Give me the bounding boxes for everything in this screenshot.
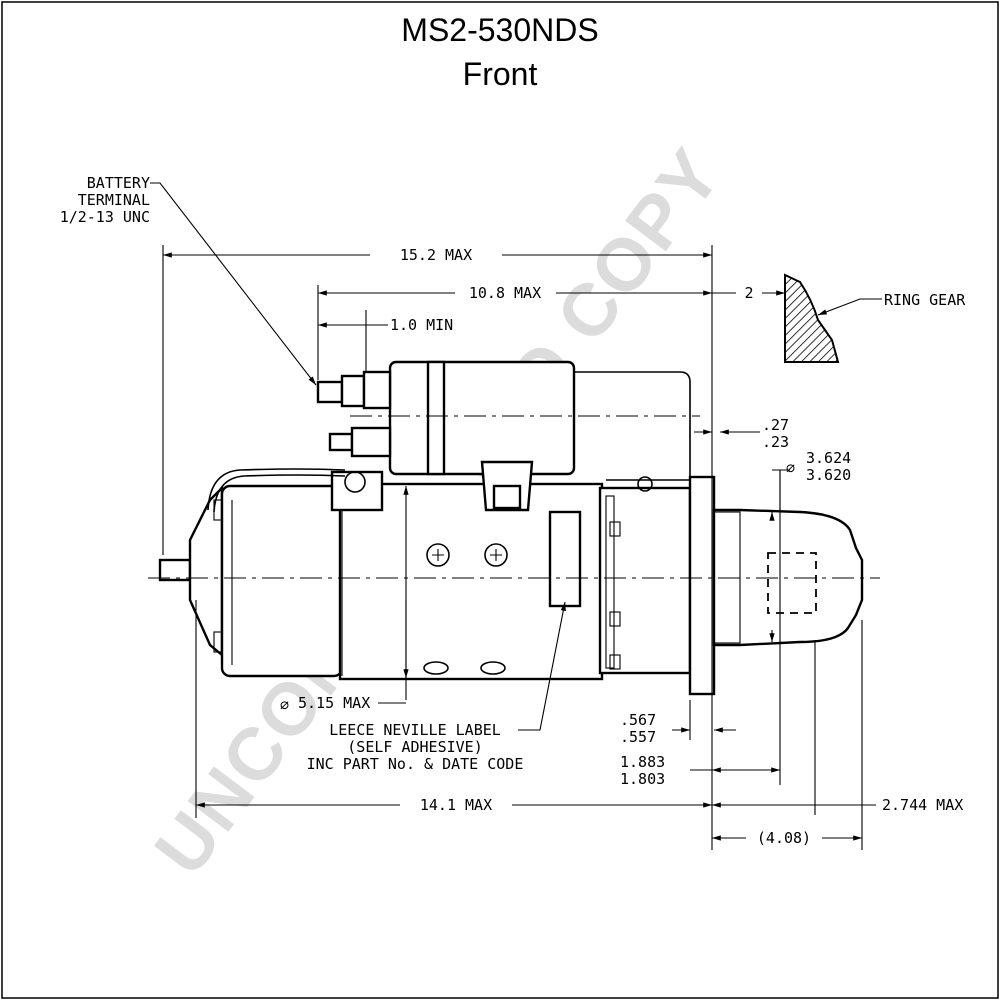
pilot-length-dim-upper: 1.883 <box>620 753 665 771</box>
battery-terminal-label-line1: BATTERY <box>87 174 150 192</box>
ring-gear-gap-dim: 2 <box>744 284 753 302</box>
body-length-dim: 14.1 MAX <box>420 796 492 814</box>
drawing-title: MS2-530NDS <box>401 12 599 48</box>
min-clearance-dim: 1.0 MIN <box>390 316 453 334</box>
commutator-housing <box>220 484 344 678</box>
rear-end-cap <box>188 485 224 658</box>
flange-thickness-dim-upper: .567 <box>620 711 656 729</box>
dimension-labels: BATTERY TERMINAL 1/2-13 UNC RING GEAR 15… <box>60 174 967 847</box>
dimension-lines <box>150 182 882 850</box>
flange-thickness-dim-lower: .557 <box>620 728 656 746</box>
solenoid-length-dim: 10.8 MAX <box>469 284 541 302</box>
starter-motor <box>158 360 864 696</box>
nose-reference-dim: (4.08) <box>757 829 811 847</box>
field-cable <box>207 468 346 511</box>
solenoid-plunger-housing <box>574 371 691 481</box>
battery-terminal-stud <box>316 380 344 404</box>
diameter-symbol: ⌀ <box>786 459 795 477</box>
rear-shaft <box>158 558 192 582</box>
battery-terminal-label-line3: 1/2-13 UNC <box>60 208 150 226</box>
flange-offset-dim-lower: .23 <box>762 433 789 451</box>
diameter-symbol: ⌀ <box>280 696 289 714</box>
mounting-flange <box>688 475 716 696</box>
nose-length-dim: 2.744 MAX <box>882 796 963 814</box>
frame-bolt <box>426 543 450 567</box>
overall-length-dim: 15.2 MAX <box>400 246 472 264</box>
flange-offset-dim-upper: .27 <box>762 416 789 434</box>
drawing-subtitle: Front <box>462 56 538 92</box>
ring-gear-section <box>784 273 840 363</box>
frame-bolt <box>484 543 508 567</box>
pilot-diameter-dim-lower: 3.620 <box>806 466 851 484</box>
pinion-hidden-outline <box>767 552 817 614</box>
label-plate <box>548 510 582 608</box>
label-note-line3: INC PART No. & DATE CODE <box>307 755 524 773</box>
ring-gear-label: RING GEAR <box>884 291 966 309</box>
body-diameter-dim: 5.15 MAX <box>298 694 370 712</box>
battery-terminal-label-line2: TERMINAL <box>78 191 150 209</box>
label-note-line1: LEECE NEVILLE LABEL <box>329 721 501 739</box>
label-note-line2: (SELF ADHESIVE) <box>347 738 482 756</box>
pilot-length-dim-lower: 1.803 <box>620 770 665 788</box>
solenoid <box>388 360 576 476</box>
pilot-diameter-dim-upper: 3.624 <box>806 449 851 467</box>
